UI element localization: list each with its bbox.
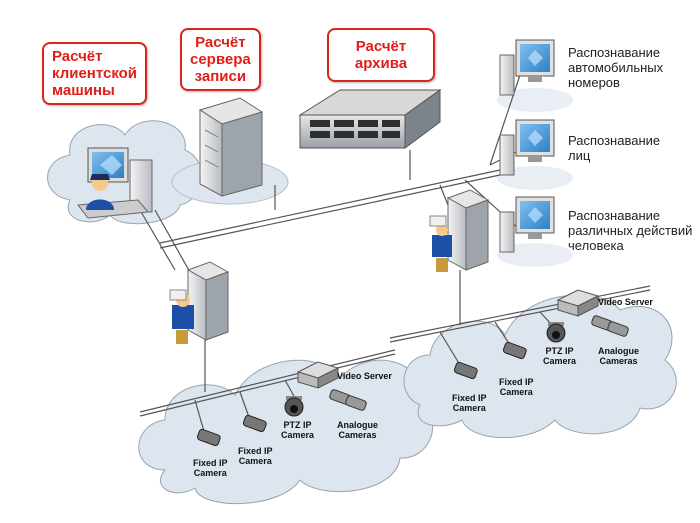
client-workstation-icon: [77, 147, 153, 219]
analytics-actions-icon: [499, 196, 555, 253]
label-actions-line-1: Распознавание: [568, 208, 661, 223]
right-ptz-line-2: Camera: [543, 356, 577, 366]
right-ptz-line-1: PTZ IP: [545, 346, 574, 356]
left-fixed-2-line-1: Fixed IP: [238, 446, 273, 456]
analytics-plates-icon: [499, 39, 555, 96]
callout-client-line-3: машины: [52, 82, 115, 99]
callout-archive-line-2: архива: [354, 55, 408, 72]
label-faces: Распознавание лиц: [568, 133, 660, 163]
left-video-server-icon: [296, 361, 340, 389]
label-actions-line-3: человека: [568, 238, 624, 253]
left-fixed-2-label: Fixed IP Camera: [238, 446, 273, 466]
right-video-server-icon: [556, 289, 600, 317]
callout-recording-server: Расчёт сервера записи: [180, 28, 261, 91]
callout-recording-server-line-2: сервера: [190, 51, 251, 68]
label-plates: Распознавание автомобильных номеров: [568, 45, 663, 90]
left-fixed-2-line-2: Camera: [238, 456, 272, 466]
left-ptz-line-1: PTZ IP: [283, 420, 312, 430]
label-actions-line-2: различных действий: [568, 223, 693, 238]
right-analogue-line-1: Analogue: [598, 346, 640, 356]
callout-archive-line-1: Расчёт: [355, 38, 407, 55]
left-video-server-label: Video Server: [337, 371, 392, 381]
right-fixed-camera-icon-1: [453, 361, 478, 380]
archive-rack-icon: [298, 89, 442, 149]
left-fixed-1-line-1: Fixed IP: [193, 458, 228, 468]
label-actions: Распознавание различных действий человек…: [568, 208, 692, 253]
right-fixed-2-line-2: Camera: [499, 387, 533, 397]
label-faces-line-1: Распознавание: [568, 133, 661, 148]
label-plates-line-1: Распознавание: [568, 45, 661, 60]
left-ptz-camera-icon: [284, 396, 304, 417]
right-video-server-text: Video Server: [598, 297, 653, 307]
analytics-faces-icon: [499, 119, 555, 176]
left-fixed-camera-icon-2: [242, 414, 267, 433]
callout-client-line-2: клиентской: [52, 65, 138, 82]
recording-server-icon: [198, 97, 264, 197]
left-analogue-camera-icon: [329, 389, 367, 411]
label-faces-line-2: лиц: [568, 148, 591, 163]
left-analogue-label: Analogue Cameras: [337, 420, 378, 440]
right-fixed-camera-icon-2: [502, 341, 527, 360]
right-fixed-2-label: Fixed IP Camera: [499, 377, 534, 397]
callout-client-line-1: Расчёт: [52, 48, 103, 65]
right-ptz-label: PTZ IP Camera: [543, 346, 576, 366]
right-analogue-label: Analogue Cameras: [598, 346, 639, 366]
left-fixed-camera-icon-1: [196, 428, 221, 447]
callout-recording-server-line-3: записи: [194, 68, 247, 85]
glow-analytics: [497, 88, 573, 267]
callout-archive: Расчёт архива: [327, 28, 435, 82]
left-ptz-label: PTZ IP Camera: [281, 420, 314, 440]
left-fixed-1-label: Fixed IP Camera: [193, 458, 228, 478]
left-analogue-line-1: Analogue: [337, 420, 379, 430]
left-analogue-line-2: Cameras: [338, 430, 377, 440]
callout-recording-server-line-1: Расчёт: [195, 34, 246, 51]
cloud-right-cameras: [403, 294, 677, 439]
right-fixed-1-line-1: Fixed IP: [452, 393, 487, 403]
right-site-server-icon: [429, 189, 490, 272]
right-fixed-2-line-1: Fixed IP: [499, 377, 534, 387]
left-site-server-icon: [169, 261, 230, 344]
left-ptz-line-2: Camera: [281, 430, 315, 440]
label-plates-line-2: автомобильных: [568, 60, 664, 75]
right-analogue-camera-icon: [591, 315, 629, 337]
right-analogue-line-2: Cameras: [599, 356, 638, 366]
right-fixed-1-label: Fixed IP Camera: [452, 393, 487, 413]
callout-client: Расчёт клиентской машины: [42, 42, 148, 105]
right-ptz-camera-icon: [546, 322, 566, 343]
right-fixed-1-line-2: Camera: [452, 403, 486, 413]
left-video-server-text: Video Server: [337, 371, 392, 381]
label-plates-line-3: номеров: [568, 75, 620, 90]
left-fixed-1-line-2: Camera: [193, 468, 227, 478]
right-video-server-label: Video Server: [598, 297, 653, 307]
